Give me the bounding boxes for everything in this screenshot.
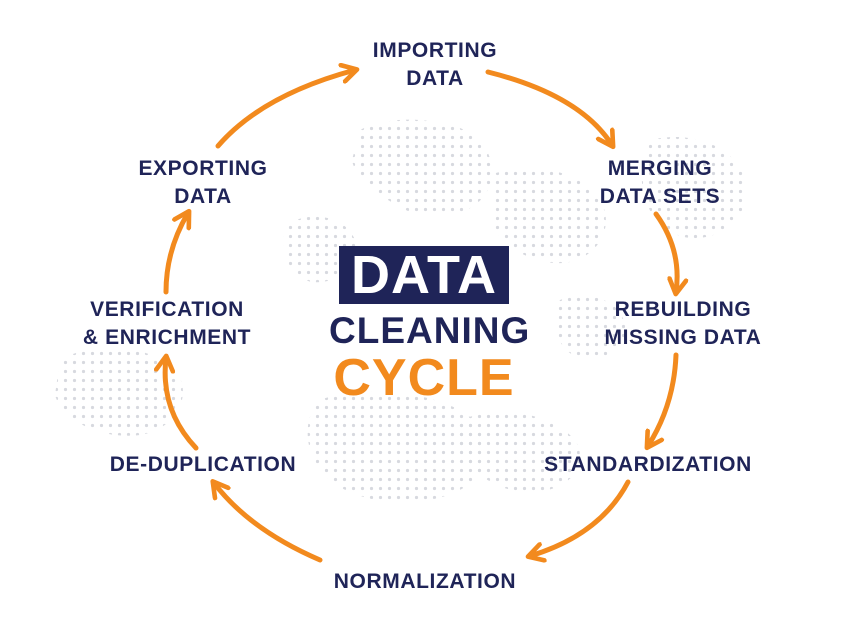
step-standardization: STANDARDIZATION xyxy=(523,451,773,479)
step-label-line1: STANDARDIZATION xyxy=(544,453,752,476)
step-rebuilding-missing-data: REBUILDING MISSING DATA xyxy=(583,296,783,352)
step-label-line1: DE-DUPLICATION xyxy=(109,453,297,476)
arrow-rebuilding-to-standardization xyxy=(648,352,679,446)
center-title-cleaning: CLEANING xyxy=(329,310,531,351)
step-merging-data-sets: MERGING DATA SETS xyxy=(565,155,755,211)
arrow-exporting-to-importing xyxy=(215,70,355,149)
step-de-duplication: DE-DUPLICATION xyxy=(88,451,318,479)
step-label-line1: IMPORTING xyxy=(372,39,498,62)
step-label-line2: MISSING DATA xyxy=(604,326,762,349)
arrow-deduplication-to-verification xyxy=(165,358,199,451)
step-label-line1: VERIFICATION xyxy=(90,298,244,321)
step-label-line2: DATA xyxy=(406,67,464,90)
center-title-data: DATA xyxy=(339,246,509,304)
arrow-normalization-to-deduplication xyxy=(214,483,323,563)
arrow-merging-to-rebuilding xyxy=(653,211,677,292)
dot-map-shapes xyxy=(55,119,747,503)
step-label-line1: MERGING xyxy=(607,157,713,180)
arrow-standardization-to-normalization xyxy=(530,479,631,556)
step-label-line2: DATA SETS xyxy=(599,185,721,208)
arrow-importing-to-merging xyxy=(485,69,612,145)
center-title-cycle: CYCLE xyxy=(333,349,515,407)
center-title: DATA CLEANING CYCLE xyxy=(329,246,531,407)
step-normalization: NORMALIZATION xyxy=(310,568,540,596)
step-importing-data: IMPORTING DATA xyxy=(340,37,530,93)
step-label-line2: & ENRICHMENT xyxy=(82,326,252,349)
step-label-line1: EXPORTING xyxy=(138,157,268,180)
step-label-line1: NORMALIZATION xyxy=(333,570,517,593)
step-exporting-data: EXPORTING DATA xyxy=(113,155,293,211)
step-verification-enrichment: VERIFICATION & ENRICHMENT xyxy=(62,296,272,352)
step-label-line1: REBUILDING xyxy=(614,298,752,321)
arrow-verification-to-exporting xyxy=(163,213,188,295)
step-label-line2: DATA xyxy=(174,185,232,208)
